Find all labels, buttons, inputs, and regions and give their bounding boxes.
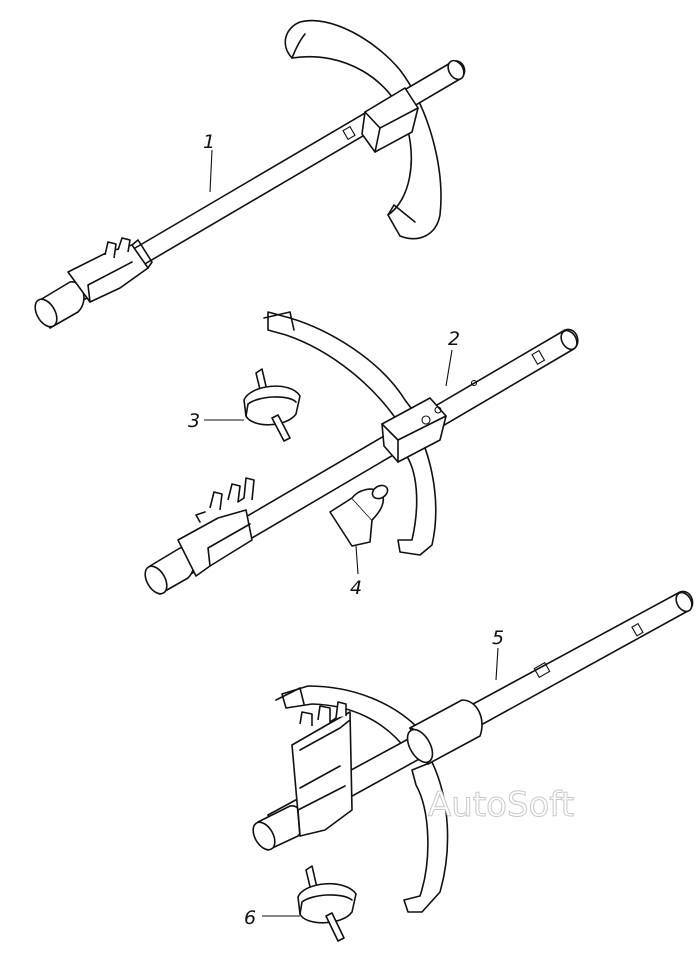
shift-rod-assembly-5 bbox=[252, 590, 694, 913]
detent-pin bbox=[329, 497, 373, 547]
callout-4: 4 bbox=[350, 577, 362, 599]
callout-6: 6 bbox=[244, 907, 256, 929]
callout-5: 5 bbox=[492, 627, 504, 649]
shift-fork-1 bbox=[284, 19, 442, 240]
callout-3: 3 bbox=[188, 410, 200, 432]
callout-2: 2 bbox=[448, 328, 460, 350]
callout-leaders bbox=[204, 149, 499, 917]
lock-piece-3 bbox=[243, 368, 301, 442]
shift-rod-assembly-1 bbox=[34, 19, 466, 329]
shift-rod-assembly-2 bbox=[144, 311, 579, 595]
callout-1: 1 bbox=[203, 131, 215, 153]
lock-piece-6 bbox=[297, 865, 357, 942]
watermark-text: AutoSoft bbox=[428, 785, 574, 825]
